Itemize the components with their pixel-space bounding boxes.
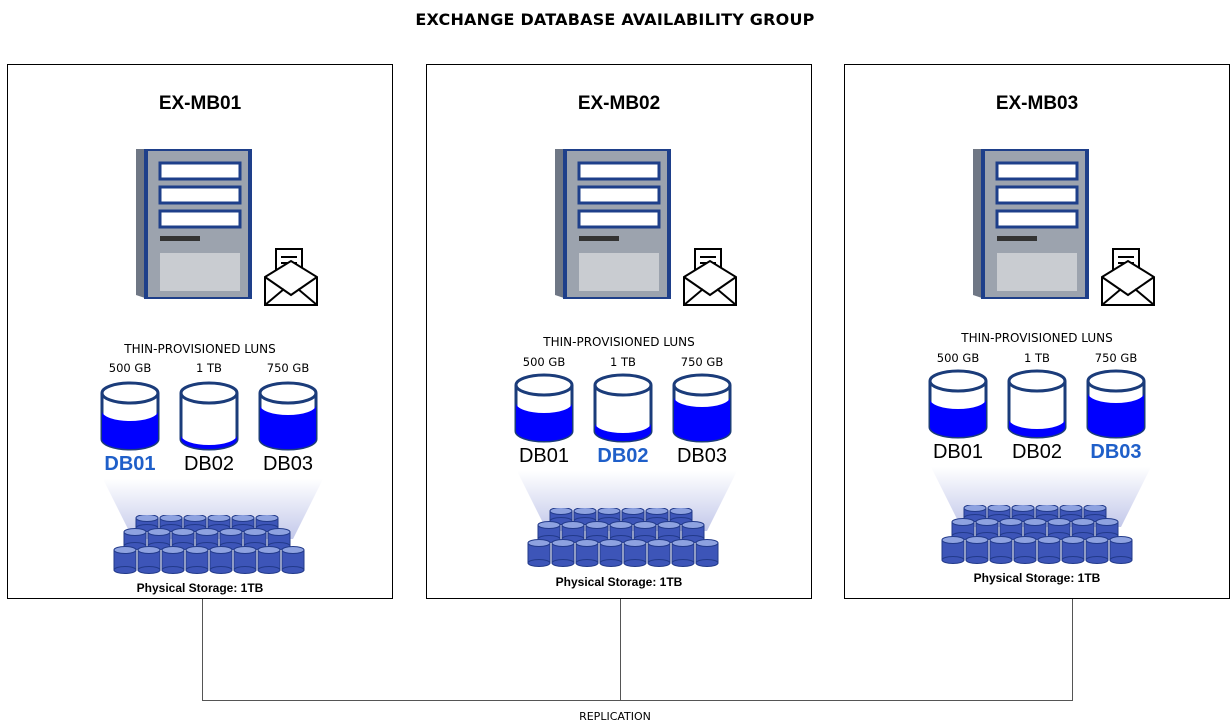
lun-size: 750 GB [680, 355, 724, 369]
db-label: DB01 [932, 441, 984, 463]
db-label-active: DB01 [104, 453, 156, 475]
replication-line-left [202, 599, 203, 700]
db-label: DB02 [183, 453, 235, 475]
database-icon [1086, 369, 1146, 439]
physical-storage-label: Physical Storage: 1TB [973, 571, 1101, 585]
mail-document-icon [264, 248, 318, 306]
lun-size: 1 TB [196, 361, 222, 375]
lun-size: 750 GB [1094, 351, 1138, 365]
lun-size: 500 GB [936, 351, 980, 365]
database-icon [672, 373, 732, 443]
database-icon [514, 373, 574, 443]
replication-line-right [1072, 599, 1073, 700]
mail-document-icon [1101, 248, 1155, 306]
server-panel-ex-mb02: EX-MB02 THIN-PROVISIONED LUNS 500 GB 1 T… [426, 64, 812, 599]
db-label: DB01 [518, 445, 570, 467]
database-icon [258, 381, 318, 451]
server-tower-icon [555, 149, 671, 299]
physical-storage-label: Physical Storage: 1TB [555, 575, 683, 589]
diagram-title: EXCHANGE DATABASE AVAILABILITY GROUP [415, 10, 815, 29]
lun-size: 1 TB [1024, 351, 1050, 365]
db-label: DB02 [1011, 441, 1063, 463]
physical-storage-label: Physical Storage: 1TB [136, 581, 264, 595]
database-icon [1007, 369, 1067, 439]
server-tower-icon [136, 149, 252, 299]
luns-title: THIN-PROVISIONED LUNS [124, 342, 276, 356]
database-icon [179, 381, 239, 451]
lun-size: 500 GB [522, 355, 566, 369]
luns-title: THIN-PROVISIONED LUNS [543, 335, 695, 349]
mail-document-icon [683, 248, 737, 306]
db-label-active: DB03 [1090, 441, 1142, 463]
db-label: DB03 [676, 445, 728, 467]
server-panel-ex-mb03: EX-MB03 THIN-PROVISIONED LUNS 500 GB 1 T… [844, 64, 1230, 599]
physical-storage-array-icon [527, 508, 719, 567]
database-icon [593, 373, 653, 443]
replication-bus-line [202, 700, 1073, 701]
database-icon [928, 369, 988, 439]
server-panel-ex-mb01: EX-MB01 THIN-PROVISIONED LUNS 500 GB 1 T… [7, 64, 393, 599]
server-name: EX-MB03 [995, 93, 1079, 114]
db-label-active: DB02 [597, 445, 649, 467]
lun-size: 500 GB [108, 361, 152, 375]
database-icon [100, 381, 160, 451]
replication-label: REPLICATION [579, 710, 651, 723]
lun-size: 750 GB [266, 361, 310, 375]
physical-storage-array-icon [113, 515, 305, 574]
db-label: DB03 [262, 453, 314, 475]
lun-size: 1 TB [610, 355, 636, 369]
server-name: EX-MB01 [158, 93, 242, 114]
replication-line-center [620, 599, 621, 700]
physical-storage-array-icon [941, 505, 1133, 564]
luns-title: THIN-PROVISIONED LUNS [961, 331, 1113, 345]
server-tower-icon [973, 149, 1089, 299]
server-name: EX-MB02 [577, 93, 661, 114]
